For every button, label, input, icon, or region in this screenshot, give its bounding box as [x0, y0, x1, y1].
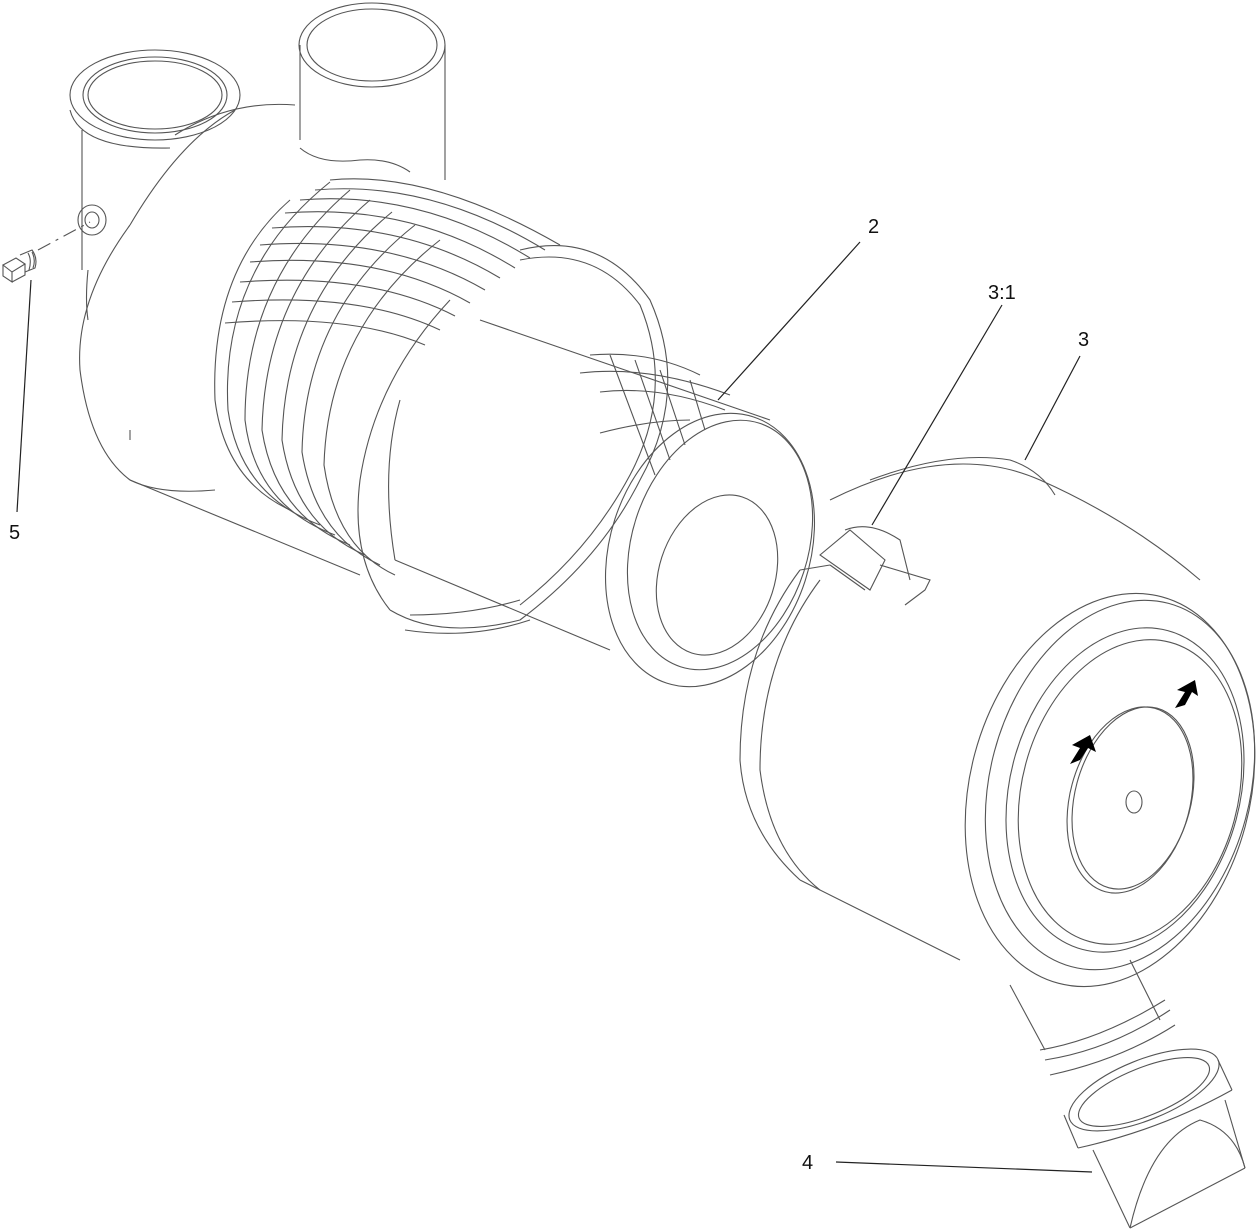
- callout-3: 3: [1078, 329, 1090, 351]
- filter-element: [388, 319, 816, 688]
- housing-outlet-ring: [357, 245, 669, 634]
- callout-leaders: [16, 241, 1093, 1173]
- callout-3-1: 3:1: [988, 282, 1016, 304]
- callout-2: 2: [868, 216, 880, 238]
- dust-ejector-valve: [1063, 1048, 1246, 1229]
- callout-4: 4: [802, 1152, 814, 1174]
- flow-arrow-icon: [1070, 735, 1096, 764]
- housing-ribbed-section: [214, 178, 561, 576]
- air-cleaner-cover: [739, 456, 1256, 1076]
- air-cleaner-housing: [37, 2, 446, 576]
- restriction-indicator: [1, 249, 37, 284]
- callout-5: 5: [9, 522, 21, 544]
- flow-arrow-icon: [1175, 680, 1198, 708]
